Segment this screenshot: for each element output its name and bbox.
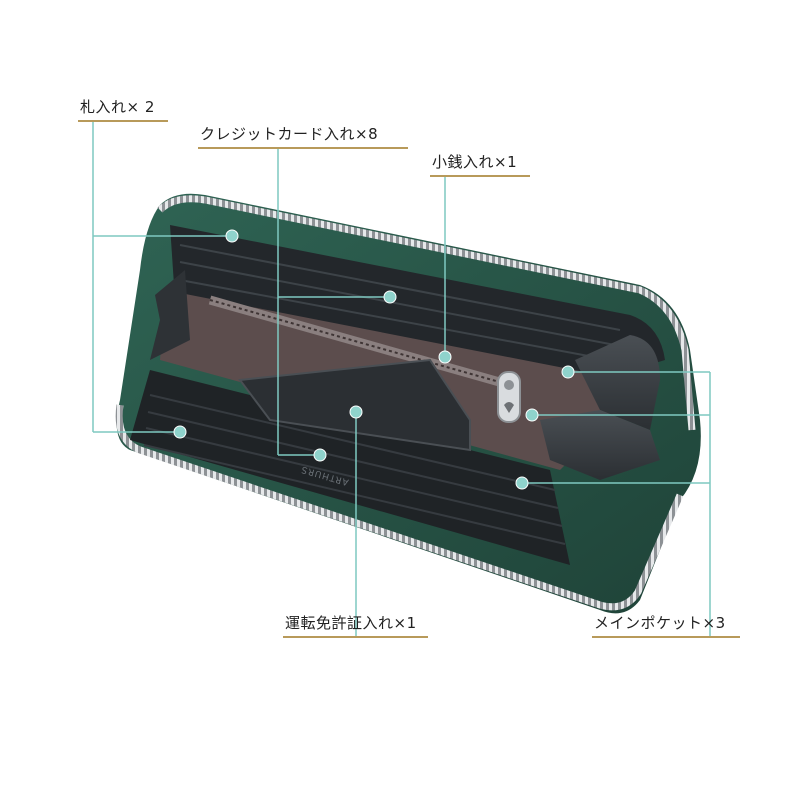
zipper-top — [157, 195, 696, 431]
front-card-slots — [143, 394, 566, 545]
right-pocket-upper — [575, 335, 660, 430]
label-underlines — [78, 120, 740, 638]
marker-dots — [173, 229, 575, 490]
left-divider-panels — [150, 270, 190, 360]
marker-dot — [515, 476, 529, 490]
label-card-slots: クレジットカード入れ×8 — [200, 125, 379, 143]
label-license-slot: 運転免許証入れ×1 — [285, 614, 417, 632]
marker-dot — [173, 425, 187, 439]
back-card-slots — [179, 244, 621, 361]
marker-dot — [313, 448, 327, 462]
label-coin-pocket: 小銭入れ×1 — [432, 153, 518, 171]
label-bill-slots: 札入れ× 2 — [80, 98, 155, 116]
interior-back-panel — [170, 225, 665, 380]
marker-dot — [383, 290, 397, 304]
marker-dot — [438, 350, 452, 364]
marker-dot — [225, 229, 239, 243]
right-pocket-lower — [540, 410, 660, 480]
marker-dot — [349, 405, 363, 419]
zipper-pull-icon — [497, 371, 521, 423]
marker-dot — [525, 408, 539, 422]
interior-front-panel — [130, 370, 570, 565]
marker-dot — [561, 365, 575, 379]
leader-lines — [92, 120, 711, 636]
label-main-pockets: メインポケット×3 — [594, 614, 726, 632]
license-window — [238, 358, 471, 452]
zipper-bottom — [115, 404, 684, 611]
